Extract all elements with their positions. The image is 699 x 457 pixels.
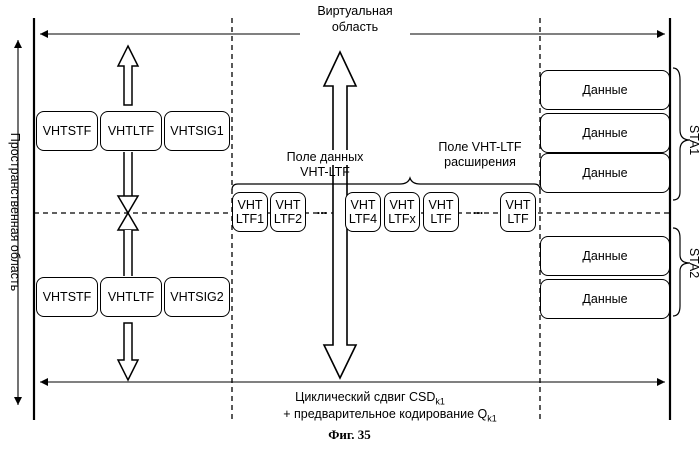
precoding-sub: k1 bbox=[487, 414, 497, 424]
stream1-vhtltf: VHTLTF bbox=[100, 111, 162, 151]
ltf-box-4: VHT LTF4 bbox=[345, 192, 381, 232]
ext-ltf-field-label-1: Поле VHT-LTF bbox=[425, 140, 535, 155]
ltf-box-4-top: VHT bbox=[351, 198, 376, 212]
ltf-box-x: VHT LTFx bbox=[384, 192, 420, 232]
ltf-box-ext-1-bottom: LTF bbox=[430, 212, 451, 226]
ltf-box-4-bottom: LTF4 bbox=[349, 212, 377, 226]
ltf-box-ext-1-top: VHT bbox=[429, 198, 454, 212]
sta1-data-2: Данные bbox=[540, 113, 670, 153]
ltf-box-2: VHT LTF2 bbox=[270, 192, 306, 232]
stream2-vhtstf: VHTSTF bbox=[36, 277, 98, 317]
ext-ltf-field-label-2: расширения bbox=[425, 155, 535, 170]
spatial-area-label: Пространственная область bbox=[8, 132, 22, 292]
sta2-data-2: Данные bbox=[540, 279, 670, 319]
ltf-box-x-bottom: LTFx bbox=[388, 212, 416, 226]
ltf-box-ext-2-bottom: LTF bbox=[507, 212, 528, 226]
precoding-text: + предварительное кодирование Q bbox=[283, 407, 487, 421]
cyclic-shift-text: Циклический сдвиг CSD bbox=[295, 390, 435, 404]
sta2-data-1: Данные bbox=[540, 236, 670, 276]
sta1-data-1: Данные bbox=[540, 70, 670, 110]
ltf-box-1-top: VHT bbox=[238, 198, 263, 212]
ltf-ellipsis-2: ... bbox=[466, 203, 490, 218]
sta1-label: STA1 bbox=[687, 120, 699, 160]
stream2-vhtltf: VHTLTF bbox=[100, 277, 162, 317]
stream1-vhtsig1: VHTSIG1 bbox=[164, 111, 230, 151]
figure-caption: Фиг. 35 bbox=[0, 427, 699, 443]
precoding-label: + предварительное кодирование Qk1 bbox=[270, 407, 510, 427]
ltf-box-x-top: VHT bbox=[390, 198, 415, 212]
ltf-box-ext-2: VHT LTF bbox=[500, 192, 536, 232]
ltf-box-ext-1: VHT LTF bbox=[423, 192, 459, 232]
stream1-vhtstf: VHTSTF bbox=[36, 111, 98, 151]
virtual-area-label-1: Виртуальная bbox=[300, 4, 410, 19]
ltf-ellipsis-1: ... bbox=[310, 203, 334, 218]
ltf-box-2-bottom: LTF2 bbox=[274, 212, 302, 226]
stream2-vhtsig2: VHTSIG2 bbox=[164, 277, 230, 317]
sta1-data-3: Данные bbox=[540, 153, 670, 193]
ltf-box-1: VHT LTF1 bbox=[232, 192, 268, 232]
ltf-box-2-top: VHT bbox=[276, 198, 301, 212]
data-ltf-field-label-1: Поле данных bbox=[270, 150, 380, 165]
data-ltf-field-label-2: VHT-LTF bbox=[270, 165, 380, 180]
ltf-box-1-bottom: LTF1 bbox=[236, 212, 264, 226]
cyclic-shift-sub: k1 bbox=[435, 397, 445, 407]
sta2-label: STA2 bbox=[687, 243, 699, 283]
virtual-area-label-2: область bbox=[300, 20, 410, 35]
ltf-box-ext-2-top: VHT bbox=[506, 198, 531, 212]
